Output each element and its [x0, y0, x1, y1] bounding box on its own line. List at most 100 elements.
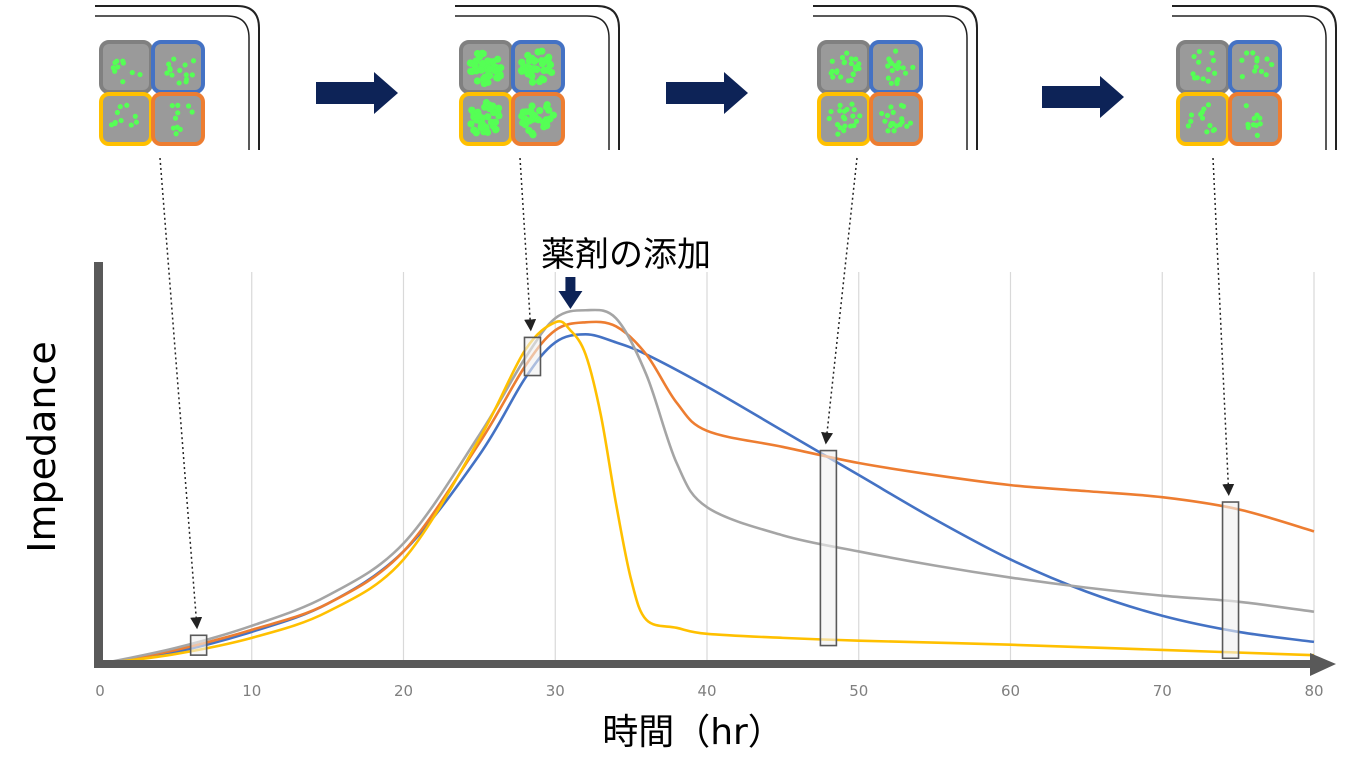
- cell-dot: [108, 122, 115, 128]
- cell-dot: [857, 113, 863, 119]
- cell-dot: [189, 72, 195, 78]
- cell-dot: [1212, 70, 1218, 76]
- cell-dot: [495, 112, 503, 120]
- cell-dot: [536, 106, 544, 115]
- cell-dot: [1264, 56, 1270, 62]
- cell-dot: [526, 117, 534, 125]
- cell-dot: [486, 65, 494, 73]
- cell-dot: [853, 118, 860, 124]
- cell-dot: [528, 102, 536, 110]
- cell-dot: [472, 67, 480, 75]
- cell-dot: [884, 112, 891, 119]
- cell-dot: [888, 60, 895, 66]
- cell-dot: [837, 102, 843, 108]
- cell-dot: [120, 58, 126, 64]
- cell-dot: [1254, 132, 1260, 138]
- cell-dot: [540, 66, 548, 75]
- cell-dot: [885, 128, 891, 134]
- cell-dot: [1257, 121, 1263, 127]
- cell-dot: [1239, 74, 1245, 80]
- x-tick-label: 80: [1304, 682, 1323, 700]
- cell-dot: [888, 104, 894, 110]
- cell-dot: [526, 108, 534, 116]
- cell-dot: [176, 80, 182, 86]
- cell-dot: [473, 77, 482, 85]
- cell-dot: [182, 62, 188, 68]
- x-tick-label: 50: [849, 682, 868, 700]
- progress-arrow-3: [1042, 76, 1124, 118]
- cell-dot: [118, 117, 124, 124]
- x-tick-label: 40: [697, 682, 716, 700]
- plate-frame-inner: [1172, 15, 1327, 150]
- plate-frame-inner: [813, 15, 968, 150]
- cell-dot: [853, 56, 859, 62]
- cell-dot: [1205, 66, 1212, 73]
- cell-dot: [895, 64, 902, 70]
- cell-dot: [1244, 50, 1250, 56]
- cell-dot: [133, 119, 140, 125]
- plate-frame: [1172, 5, 1337, 150]
- cell-dot: [495, 65, 503, 74]
- cell-dot: [890, 121, 896, 127]
- cell-dot: [120, 79, 126, 85]
- cell-dot: [1209, 50, 1215, 56]
- cell-dot: [518, 58, 526, 66]
- snapshot-link-arrow: [821, 157, 858, 445]
- cell-dot: [1253, 64, 1259, 70]
- cell-dot: [844, 50, 850, 56]
- plate-frame: [95, 5, 260, 150]
- cell-dot: [850, 71, 856, 77]
- cell-dot: [112, 119, 118, 126]
- x-tick-label: 20: [394, 682, 413, 700]
- cell-dot: [1254, 112, 1260, 118]
- cell-dot: [472, 129, 480, 137]
- cell-dot: [1188, 112, 1195, 118]
- cell-dot: [476, 53, 484, 61]
- cell-dot: [545, 106, 553, 114]
- cell-dot: [494, 55, 502, 63]
- plate-snapshot-4: [1172, 5, 1337, 150]
- x-tick-label: 0: [95, 682, 105, 700]
- cell-dot: [900, 103, 907, 109]
- cell-dot: [893, 48, 899, 54]
- cell-dot: [889, 67, 895, 74]
- cell-dot: [164, 70, 170, 76]
- plate-snapshot-3: [813, 5, 978, 150]
- cell-dot: [185, 103, 192, 109]
- well: [151, 92, 205, 146]
- cell-dot: [1200, 76, 1206, 82]
- cell-dot: [1188, 118, 1194, 124]
- cell-dot: [1201, 106, 1207, 112]
- cell-dot: [487, 103, 495, 111]
- drug-addition-annotation: 薬剤の添加: [541, 235, 711, 275]
- y-axis-label: Impedance: [20, 341, 64, 553]
- cell-dot: [1250, 50, 1256, 56]
- x-tick-label: 30: [546, 682, 565, 700]
- cell-dot: [902, 70, 909, 76]
- cell-dot: [1196, 48, 1202, 55]
- snapshot-link-arrow: [159, 157, 203, 630]
- cell-dot: [528, 78, 537, 86]
- cell-dot: [849, 101, 855, 107]
- cell-dot: [850, 113, 856, 119]
- cell-dot: [834, 69, 840, 76]
- cell-dot: [1258, 68, 1265, 75]
- cell-dot: [170, 125, 177, 131]
- snapshot-link-arrow: [519, 157, 537, 332]
- snapshot-marker-box: [523, 336, 542, 377]
- series-line-2: [99, 320, 1315, 666]
- snapshot-link-arrow: [1212, 157, 1235, 497]
- well: [99, 40, 153, 94]
- plate-frame: [455, 5, 620, 150]
- cell-dot: [535, 77, 544, 86]
- cell-dot: [1210, 127, 1216, 134]
- plate-snapshots: [95, 5, 1337, 150]
- cell-dot: [471, 61, 479, 69]
- cell-dot: [1196, 59, 1202, 65]
- cell-dot: [547, 68, 556, 77]
- cell-dot: [830, 74, 836, 80]
- progress-arrows: [316, 72, 1124, 118]
- well: [1176, 40, 1230, 94]
- cell-dot: [841, 108, 848, 114]
